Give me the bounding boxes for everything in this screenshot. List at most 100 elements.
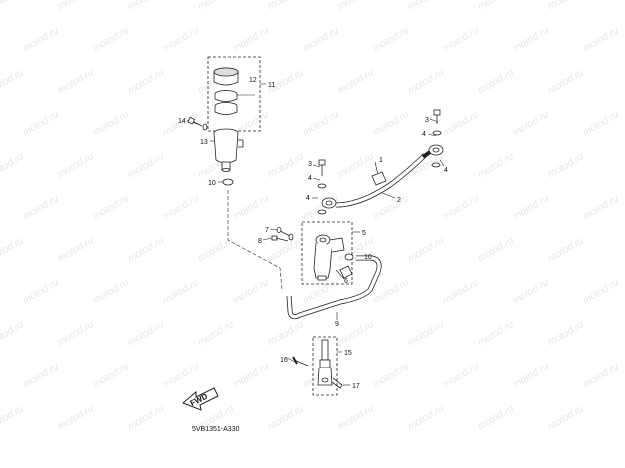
fwd-arrow-icon: FWD <box>182 387 219 411</box>
watermark-text: motod.ru <box>91 361 131 390</box>
watermark-text: motod.ru <box>266 0 306 13</box>
watermark-text: motod.ru <box>511 361 551 390</box>
watermark-text: motod.ru <box>511 193 551 222</box>
callout-7: 7 <box>265 227 269 234</box>
reservoir-body-part <box>213 128 244 172</box>
watermark-text: motod.ru <box>301 25 341 54</box>
watermark-text: motod.ru <box>371 25 411 54</box>
watermark-text: motod.ru <box>371 277 411 306</box>
watermark-text: motod.ru <box>441 361 481 390</box>
watermark-text: motod.ru <box>581 361 621 390</box>
leader-16 <box>286 357 296 363</box>
watermark-text: motod.ru <box>336 151 376 180</box>
watermark-text: motod.ru <box>336 67 376 96</box>
reservoir-hose-part <box>286 255 382 320</box>
watermark-text: motod.ru <box>546 319 586 348</box>
callout-10b: 10 <box>364 254 372 261</box>
watermark-text: motod.ru <box>336 0 376 13</box>
watermark-text: motod.ru <box>511 25 551 54</box>
mounting-bolts-part <box>271 227 294 242</box>
leader-2 <box>379 191 396 199</box>
callout-3: 3 <box>308 161 312 168</box>
watermark-layer: motod.ru motod.ru motod.ru motod.ru motod.ru… <box>0 0 621 433</box>
watermark-text: motod.ru <box>231 25 271 54</box>
watermark-text: motod.ru <box>126 151 166 180</box>
callout-3b: 3 <box>425 117 429 124</box>
callout-10a: 10 <box>208 180 216 187</box>
watermark-text: motod.ru <box>266 151 306 180</box>
watermark-text: motod.ru <box>266 403 306 432</box>
cotter-pin-part <box>331 377 343 389</box>
watermark-text: motod.ru <box>21 25 61 54</box>
watermark-text: motod.ru <box>21 193 61 222</box>
watermark-text: motod.ru <box>581 109 621 138</box>
watermark-text: motod.ru <box>0 151 26 180</box>
watermark-text: motod.ru <box>126 67 166 96</box>
diagram-code: 5VB1351-A330 <box>192 426 240 433</box>
watermark-text: motod.ru <box>231 193 271 222</box>
leader-4c <box>439 159 445 167</box>
watermark-text: motod.ru <box>91 193 131 222</box>
watermark-text: motod.ru <box>56 235 96 264</box>
watermark-text: motod.ru <box>161 361 201 390</box>
callout-16: 16 <box>280 357 288 364</box>
watermark-text: motod.ru <box>56 67 96 96</box>
callout-15: 15 <box>344 350 352 357</box>
callout-6: 6 <box>344 278 348 285</box>
hose-path-dashed <box>227 190 283 291</box>
watermark-text: motod.ru <box>0 0 26 13</box>
watermark-text: motod.ru <box>161 25 201 54</box>
callout-4a: 4 <box>308 175 312 182</box>
watermark-text: motod.ru <box>91 277 131 306</box>
watermark-text: motod.ru <box>441 25 481 54</box>
union-bolts-part <box>317 109 442 215</box>
watermark-text: motod.ru <box>196 235 236 264</box>
watermark-text: motod.ru <box>0 235 26 264</box>
watermark-text: motod.ru <box>301 109 341 138</box>
watermark-text: motod.ru <box>406 67 446 96</box>
watermark-text: motod.ru <box>56 319 96 348</box>
callout-14: 14 <box>178 118 186 125</box>
callout-4d: 4 <box>422 131 426 138</box>
watermark-text: motod.ru <box>21 109 61 138</box>
watermark-text: motod.ru <box>546 67 586 96</box>
brake-hose-part <box>321 144 444 209</box>
watermark-text: motod.ru <box>511 277 551 306</box>
watermark-text: motod.ru <box>126 235 166 264</box>
leader-3 <box>312 164 321 168</box>
master-cylinder-part <box>313 234 345 281</box>
watermark-text: motod.ru <box>91 109 131 138</box>
watermark-text: motod.ru <box>161 277 201 306</box>
pushrod-part <box>317 339 333 386</box>
reservoir-cap-part <box>213 67 239 115</box>
watermark-text: motod.ru <box>441 277 481 306</box>
watermark-text: motod.ru <box>126 0 166 13</box>
watermark-text: motod.ru <box>476 319 516 348</box>
watermark-text: motod.ru <box>441 109 481 138</box>
leader-8 <box>262 237 273 241</box>
master-cylinder-group-box <box>301 221 353 285</box>
watermark-text: motod.ru <box>56 403 96 432</box>
watermark-text: motod.ru <box>476 67 516 96</box>
watermark-text: motod.ru <box>511 109 551 138</box>
callout-4c: 4 <box>444 167 448 174</box>
watermark-text: motod.ru <box>476 0 516 13</box>
bolt-14-part <box>187 116 208 131</box>
watermark-text: motod.ru <box>546 235 586 264</box>
watermark-text: motod.ru <box>371 193 411 222</box>
watermark-text: motod.ru <box>0 319 26 348</box>
watermark-text: motod.ru <box>231 277 271 306</box>
watermark-text: motod.ru <box>336 403 376 432</box>
watermark-text: motod.ru <box>476 151 516 180</box>
watermark-text: motod.ru <box>0 67 26 96</box>
leader-lines <box>186 83 445 386</box>
watermark-text: motod.ru <box>406 319 446 348</box>
callout-9: 9 <box>335 321 339 328</box>
hose-clamp-10a-part <box>222 178 234 186</box>
watermark-text: motod.ru <box>581 193 621 222</box>
watermark-text: motod.ru <box>476 235 516 264</box>
watermark-text: motod.ru <box>406 0 446 13</box>
leader-1 <box>374 161 379 176</box>
pin-16-part <box>292 356 309 367</box>
watermark-text: motod.ru <box>546 403 586 432</box>
